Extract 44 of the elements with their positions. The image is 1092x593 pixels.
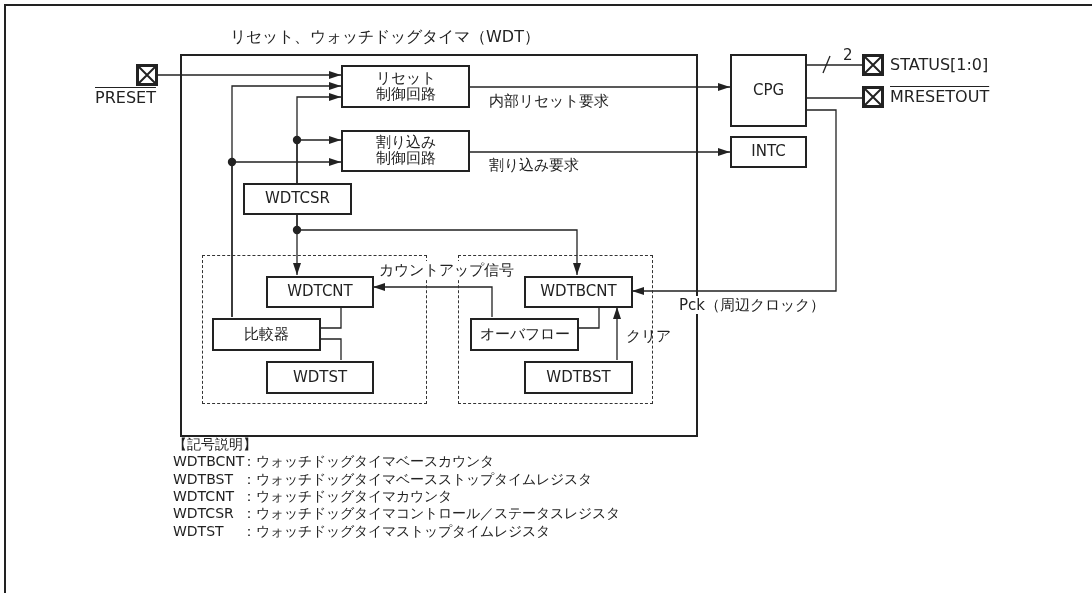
- connector-arrow: [613, 306, 621, 361]
- block-box: WDTCNT: [266, 276, 374, 308]
- connector-arrow: [319, 306, 342, 329]
- term-definition: ：ウォッチドッグタイマコントロール／ステータスレジスタ: [242, 505, 620, 523]
- term-name: WDTCNT: [173, 487, 235, 505]
- pin-label: MRESETOUT: [890, 88, 990, 106]
- connector-arrow: [157, 71, 342, 79]
- edge-label: 内部リセット要求: [488, 92, 610, 110]
- block-box: 比較器: [212, 318, 321, 351]
- connector-arrow: [296, 136, 342, 184]
- connector-arrow: [319, 338, 342, 361]
- block-box: CPG: [730, 54, 807, 127]
- connector-arrow: [469, 148, 731, 156]
- term-definition: ：ウォッチドッグタイマカウンタ: [242, 487, 452, 505]
- term-definition: ：ウォッチドッグタイマベースストップタイムレジスタ: [242, 470, 592, 488]
- dashed-region: [202, 255, 427, 404]
- pin-label: PRESET: [95, 89, 156, 107]
- block-box: WDTST: [266, 361, 374, 394]
- legend-heading: 【記号説明】: [173, 436, 257, 453]
- term-name: WDTBCNT: [173, 453, 245, 471]
- edge-label: カウントアップ信号: [378, 261, 515, 279]
- term-name: WDTBST: [173, 470, 233, 488]
- connector-arrow: [469, 83, 731, 91]
- edge-label: クリア: [625, 327, 672, 345]
- term-definition: ：ウォッチドッグタイマストップタイムレジスタ: [242, 522, 550, 540]
- connector-arrow: [231, 158, 342, 318]
- block-box: オーバフロー: [470, 318, 579, 351]
- term-name: WDTST: [173, 522, 224, 540]
- block-box: WDTCSR: [243, 183, 352, 215]
- edge-label: 割り込み要求: [488, 156, 580, 174]
- pin-label: STATUS[1:0]: [890, 56, 989, 74]
- connector-arrow: [631, 109, 837, 295]
- connector-arrow: [296, 214, 581, 276]
- block-box: リセット制御回路: [341, 65, 470, 108]
- dashed-region: [458, 255, 653, 404]
- block-box: WDTBCNT: [524, 276, 633, 308]
- connector-arrow: [577, 306, 600, 329]
- edge-label: 2: [842, 46, 854, 64]
- term-name: WDTCSR: [173, 505, 234, 523]
- block-box: WDTBST: [524, 361, 633, 394]
- block-title: リセット、ウォッチドッグタイマ（WDT）: [230, 28, 540, 46]
- connector-arrow: [372, 283, 493, 318]
- block-box: INTC: [730, 136, 807, 168]
- block-box: 割り込み制御回路: [341, 130, 470, 172]
